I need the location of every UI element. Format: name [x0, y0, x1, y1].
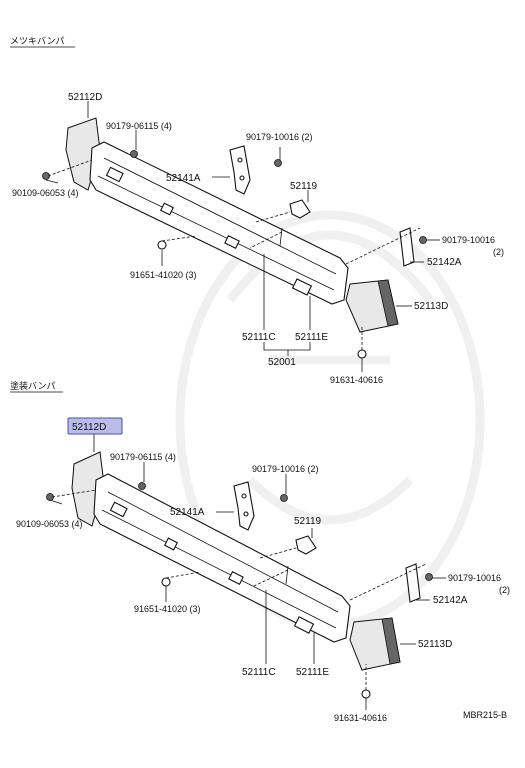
label-52119: 52119 — [294, 516, 322, 527]
section-title-plated: メツキバンパ — [10, 36, 64, 47]
nut-icon — [274, 159, 282, 167]
label-52113d: 52113D — [418, 639, 452, 650]
top-assembly — [42, 101, 440, 372]
bolt-icon — [42, 172, 50, 180]
label-52113d: 52113D — [414, 301, 448, 312]
label-52142a: 52142A — [427, 257, 462, 268]
label-52112d-highlighted[interactable]: 52112D — [72, 422, 106, 433]
diagram-code: MBR215-B — [463, 710, 507, 720]
label-52001: 52001 — [268, 357, 296, 368]
label-52111c: 52111C — [242, 667, 276, 678]
label-90109-06053: 90109-06053 (4) — [12, 188, 79, 198]
label-90179-10016-b: 90179-10016 — [448, 573, 501, 583]
label-91631-40616: 91631-40616 — [334, 713, 387, 723]
label-91651-41020: 91651-41020 (3) — [134, 604, 201, 614]
stay-52119 — [295, 535, 317, 555]
label-52111e: 52111E — [296, 667, 329, 678]
bracket-52141a — [233, 481, 255, 531]
label-52142a: 52142A — [433, 595, 468, 606]
bottom-assembly — [46, 434, 446, 710]
label-91651-41020: 91651-41020 (3) — [130, 270, 197, 280]
label-52119: 52119 — [290, 181, 318, 192]
label-90179-06115: 90179-06115 (4) — [110, 452, 176, 462]
nut-icon — [138, 482, 146, 490]
nut-icon — [425, 573, 433, 581]
bolt-icon — [161, 577, 171, 587]
bracket-52141a — [229, 145, 251, 195]
bracket-52142a — [399, 227, 415, 267]
highlight-box-52112d[interactable] — [67, 417, 123, 435]
label-90179-10016-b: 90179-10016 — [442, 235, 495, 245]
bolt-icon — [361, 689, 371, 699]
label-52141a: 52141A — [166, 173, 201, 184]
label-90179-10016-a: 90179-10016 (2) — [246, 132, 313, 142]
label-90179-06115: 90179-06115 (4) — [106, 121, 172, 131]
label-90179-10016-a: 90179-10016 (2) — [252, 464, 319, 474]
stay-52119 — [289, 199, 311, 219]
bumper-beam — [89, 141, 349, 305]
bracket-52142a — [405, 563, 421, 603]
label-qty-2: (2) — [493, 247, 504, 257]
nut-icon — [280, 494, 288, 502]
label-91631-40616: 91631-40616 — [330, 375, 383, 385]
bumper-beam — [93, 473, 351, 643]
bolt-icon — [157, 240, 167, 250]
nut-icon — [130, 150, 138, 158]
section-title-painted: 塗装バンパ — [10, 380, 55, 392]
label-qty-2: (2) — [499, 585, 510, 595]
nut-icon — [419, 236, 427, 244]
label-52112d: 52112D — [68, 92, 102, 103]
label-52141a: 52141A — [170, 507, 205, 518]
label-90109-06053: 90109-06053 (4) — [16, 519, 83, 529]
label-52111e: 52111E — [295, 332, 328, 343]
bolt-icon — [357, 349, 367, 359]
label-52111c: 52111C — [242, 332, 276, 343]
